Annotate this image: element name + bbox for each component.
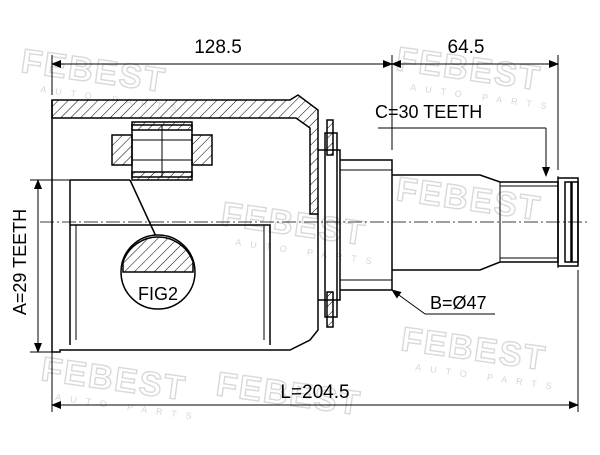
dimension-shaft-length: 64.5 [448,37,485,58]
housing-section [51,94,319,215]
watermark-brand: FEBEST [394,170,544,228]
seal-diameter-callout: B=Ø47 [391,289,495,315]
outer-spline-callout: C=30 TEETH [375,102,550,177]
watermark: FEBEST AUTO PARTS FEBEST AUTO PARTS FEBE… [18,40,561,424]
inner-spline-callout: A=29 TEETH [10,179,130,353]
dimension-housing-length: 128.5 [194,37,242,58]
spider-section [111,134,133,166]
fig2-label: FIG2 [138,284,178,304]
detail-leader [129,179,161,246]
seal-diameter-label: B=Ø47 [430,293,487,313]
neck [318,119,393,328]
top-dimensions: 128.5 64.5 [51,37,559,170]
outer-spline-label: C=30 TEETH [375,102,482,122]
housing [51,94,319,353]
fig2-detail: FIG2 [120,234,196,310]
dimension-total-length: L=204.5 [280,382,349,403]
inner-spline-label: A=29 TEETH [10,209,30,315]
bottom-dimension: L=204.5 [51,270,579,412]
